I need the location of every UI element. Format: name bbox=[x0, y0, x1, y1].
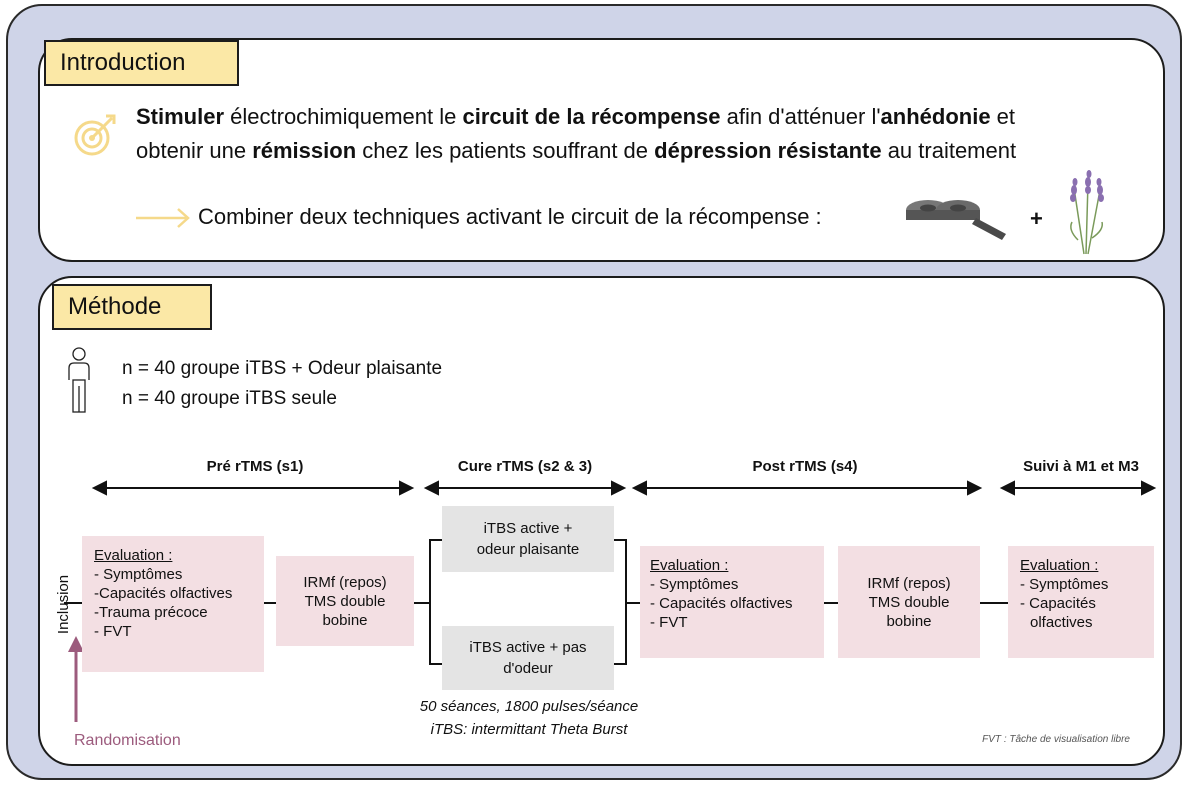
irmf-line: IRMf (repos) bbox=[303, 573, 387, 591]
cure-box-no-odour: iTBS active + pas d'odeur bbox=[442, 626, 614, 690]
irmf-box-post: IRMf (repos) TMS double bobine bbox=[838, 546, 980, 658]
objective-text: et bbox=[990, 104, 1016, 129]
combine-text: Combiner deux techniques activant le cir… bbox=[198, 204, 822, 229]
evaluation-item: - Symptômes bbox=[650, 576, 739, 593]
objective-text: obtenir une bbox=[136, 138, 253, 163]
tms-coil-icon bbox=[906, 200, 1006, 240]
group-line-1: n = 40 groupe iTBS + Odeur plaisante bbox=[122, 358, 443, 379]
fvt-footnote: FVT : Tâche de visualisation libre bbox=[982, 734, 1130, 745]
inclusion-label: Inclusion bbox=[55, 574, 73, 635]
evaluation-title: Evaluation : bbox=[1020, 557, 1099, 574]
evaluation-box-pre: Evaluation : - Symptômes -Capacités olfa… bbox=[82, 536, 264, 672]
objective-line-1: Stimuler électrochimiquement le circuit … bbox=[136, 100, 1166, 134]
objective-keyword: dépression résistante bbox=[654, 138, 882, 163]
evaluation-item: - FVT bbox=[94, 623, 132, 640]
plus-sign: + bbox=[1030, 206, 1043, 231]
objective-text: au traitement bbox=[881, 138, 1017, 163]
group-line-2: n = 40 groupe iTBS seule bbox=[122, 388, 337, 409]
irmf-line: IRMf (repos) bbox=[867, 574, 951, 592]
cure-box-odour: iTBS active + odeur plaisante bbox=[442, 506, 614, 572]
cure-line: iTBS active + bbox=[483, 520, 573, 537]
arrow-right-icon bbox=[136, 208, 190, 228]
evaluation-item: - Capacités olfactives bbox=[650, 595, 793, 612]
irmf-box-pre: IRMf (repos) TMS double bobine bbox=[276, 556, 414, 646]
objective-keyword: anhédonie bbox=[880, 104, 991, 129]
objective-line-2: obtenir une rémission chez les patients … bbox=[136, 134, 1166, 168]
evaluation-box-suivi: Evaluation : - Symptômes - Capacités olf… bbox=[1008, 546, 1154, 658]
phase-label-post: Post rTMS (s4) bbox=[752, 458, 858, 475]
objective-keyword: Stimuler bbox=[136, 104, 225, 129]
introduction-objective: Stimuler électrochimiquement le circuit … bbox=[136, 100, 1166, 168]
evaluation-title: Evaluation : bbox=[94, 547, 173, 564]
irmf-line: TMS double bbox=[304, 592, 386, 610]
objective-text: chez les patients souffrant de bbox=[356, 138, 655, 163]
irmf-line: bobine bbox=[322, 611, 368, 629]
cure-line: odeur plaisante bbox=[476, 541, 580, 558]
objective-text: afin d'atténuer l' bbox=[720, 104, 881, 129]
evaluation-title: Evaluation : bbox=[650, 557, 729, 574]
evaluation-item: - Capacités bbox=[1020, 595, 1096, 612]
objective-keyword: circuit de la récompense bbox=[462, 104, 721, 129]
cure-line: iTBS active + pas bbox=[469, 639, 587, 656]
methode-title: Méthode bbox=[52, 284, 212, 330]
session-note: 50 séances, 1800 pulses/séance bbox=[419, 698, 639, 715]
evaluation-box-post: Evaluation : - Symptômes - Capacités olf… bbox=[640, 546, 824, 658]
randomisation-label: Randomisation bbox=[74, 732, 181, 749]
evaluation-item: - FVT bbox=[650, 614, 688, 631]
evaluation-item: - Symptômes bbox=[1020, 576, 1109, 593]
lavender-icon bbox=[1070, 170, 1104, 255]
objective-keyword: rémission bbox=[252, 138, 357, 163]
phase-label-pre: Pré rTMS (s1) bbox=[206, 458, 304, 475]
evaluation-item: -Trauma précoce bbox=[94, 604, 208, 621]
phase-label-cure: Cure rTMS (s2 & 3) bbox=[457, 458, 593, 475]
cure-line: d'odeur bbox=[503, 660, 553, 677]
person-icon bbox=[68, 347, 90, 413]
introduction-title: Introduction bbox=[44, 40, 239, 86]
itbs-note: iTBS: intermittant Theta Burst bbox=[430, 721, 628, 738]
evaluation-item: - Symptômes bbox=[94, 566, 183, 583]
evaluation-item: olfactives bbox=[1030, 614, 1093, 631]
target-icon bbox=[74, 114, 116, 156]
objective-text: électrochimiquement le bbox=[224, 104, 463, 129]
evaluation-item: -Capacités olfactives bbox=[94, 585, 233, 602]
irmf-line: bobine bbox=[886, 612, 932, 630]
irmf-line: TMS double bbox=[868, 593, 950, 611]
phase-label-suivi: Suivi à M1 et M3 bbox=[1023, 458, 1139, 475]
